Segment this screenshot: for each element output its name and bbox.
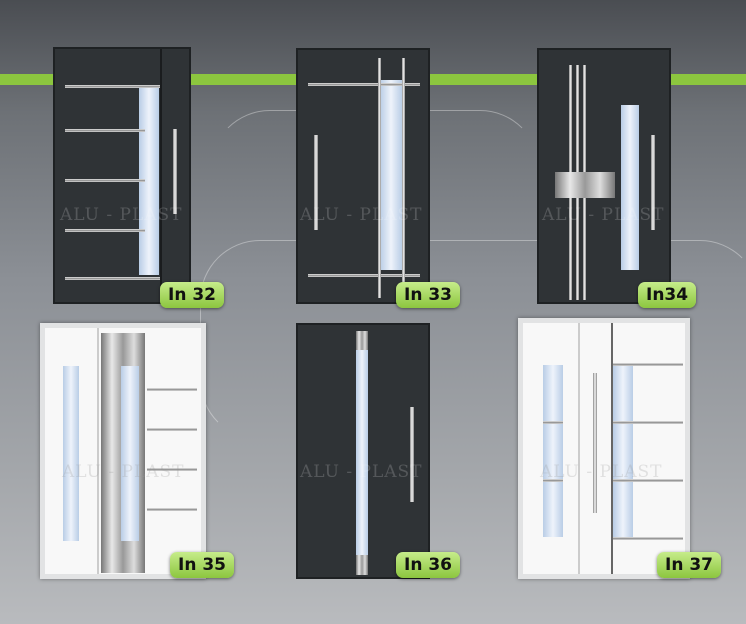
watermark: ALU - PLAST — [542, 205, 665, 225]
steel-strip — [613, 421, 683, 424]
glass-panel — [139, 85, 159, 275]
steel-strip — [543, 479, 563, 482]
door-handle[interactable] — [410, 407, 414, 502]
steel-strip — [147, 468, 197, 471]
sash-line — [160, 49, 162, 302]
door-handle[interactable] — [593, 373, 597, 513]
model-label: In 33 — [396, 282, 461, 308]
door-in33[interactable] — [296, 48, 430, 304]
glass-panel — [63, 366, 79, 541]
steel-strip — [613, 479, 683, 482]
sash-line — [611, 323, 613, 574]
door-in37[interactable] — [518, 318, 690, 579]
steel-strip — [613, 537, 683, 540]
steel-strip — [65, 277, 160, 280]
glass-panel — [621, 105, 639, 270]
watermark: ALU - PLAST — [540, 462, 663, 482]
door-handle[interactable] — [314, 135, 318, 230]
model-label: In 36 — [396, 552, 461, 578]
model-label: In 32 — [160, 282, 225, 308]
glass-panel — [613, 365, 633, 537]
door-in35[interactable] — [40, 323, 206, 579]
sidelight-divider — [578, 323, 580, 574]
steel-strip — [147, 428, 197, 431]
glass-panel — [356, 350, 368, 555]
sidelight-divider — [97, 328, 99, 574]
glass-panel — [543, 365, 563, 537]
steel-strip — [308, 83, 420, 86]
model-label: In 37 — [657, 552, 722, 578]
glass-panel — [380, 80, 402, 270]
steel-strip — [543, 421, 563, 424]
watermark: ALU - PLAST — [62, 462, 185, 482]
steel-strip — [147, 388, 197, 391]
steel-strip — [65, 179, 145, 182]
steel-plate — [555, 172, 615, 198]
steel-strip — [613, 363, 683, 366]
door-handle[interactable] — [173, 129, 177, 214]
steel-strip — [65, 129, 145, 132]
model-label: In 35 — [170, 552, 235, 578]
steel-strip — [402, 58, 405, 298]
door-handle[interactable] — [651, 135, 655, 230]
steel-strip — [378, 58, 381, 298]
glass-panel — [121, 366, 139, 541]
watermark: ALU - PLAST — [300, 462, 423, 482]
steel-strip — [65, 85, 160, 88]
watermark: ALU - PLAST — [300, 205, 423, 225]
door-in34[interactable] — [537, 48, 671, 304]
steel-strip — [147, 508, 197, 511]
steel-strip — [308, 274, 420, 277]
watermark: ALU - PLAST — [60, 205, 183, 225]
door-in36[interactable] — [296, 323, 430, 579]
steel-strip — [65, 229, 145, 232]
door-in32[interactable] — [53, 47, 191, 304]
model-label: In34 — [638, 282, 697, 308]
